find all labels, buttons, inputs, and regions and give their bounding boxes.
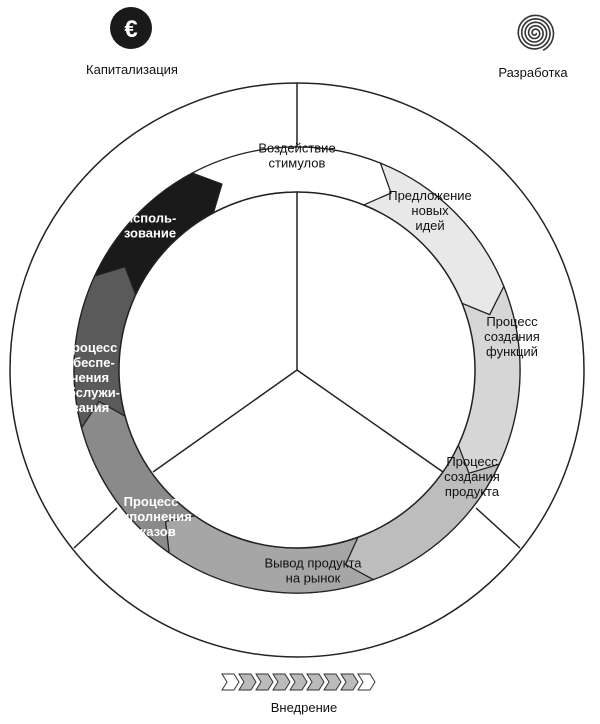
chevron-step: [238, 673, 257, 691]
chevron-step: [272, 673, 291, 691]
svg-text:€: €: [124, 16, 137, 43]
chevron-step: [340, 673, 359, 691]
inner-divider-right: [296, 369, 444, 473]
chevron-step: [255, 673, 274, 691]
implementation-label: Внедрение: [270, 700, 338, 715]
ring-divider-left: [73, 507, 118, 549]
euro-coin-icon: €: [110, 7, 152, 49]
ring-divider-right: [475, 507, 521, 549]
capitalization-label: Капитализация: [86, 62, 178, 77]
chevron-step: [289, 673, 308, 691]
chevron-step: [306, 673, 325, 691]
chevron-step: [357, 673, 376, 691]
chevron-step: [221, 673, 240, 691]
segment-label-usage: Исполь-зование: [124, 211, 177, 241]
development-label: Разработка: [498, 65, 568, 80]
chevron-step: [323, 673, 342, 691]
inner-divider-left: [152, 369, 298, 473]
chevron-arrow-icon: [221, 673, 376, 691]
spiral-icon: [517, 14, 555, 51]
segments-layer: [73, 146, 521, 594]
